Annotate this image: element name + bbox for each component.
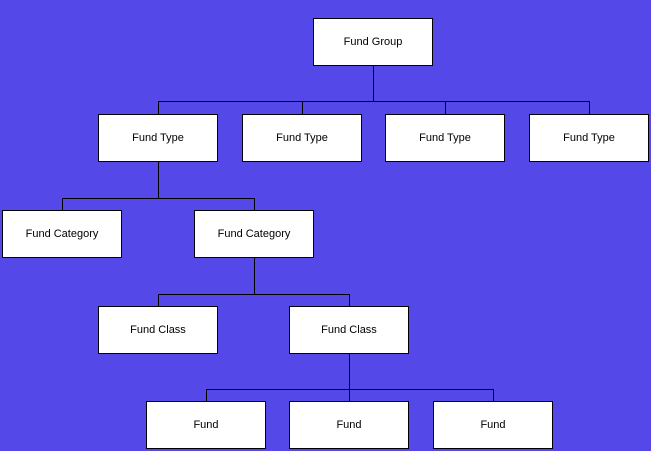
- node-label: Fund Type: [563, 132, 615, 144]
- node-fund-type: Fund Type: [98, 114, 218, 162]
- node-label: Fund Type: [132, 132, 184, 144]
- node-fund: Fund: [433, 401, 553, 449]
- connector-category-to-classes: [158, 258, 350, 306]
- node-label: Fund: [193, 419, 219, 431]
- node-label: Fund: [480, 419, 506, 431]
- connector-type-to-categories: [62, 162, 255, 210]
- node-fund-category: Fund Category: [194, 210, 314, 258]
- node-fund-group: Fund Group: [313, 18, 433, 66]
- node-fund: Fund: [146, 401, 266, 449]
- node-fund: Fund: [289, 401, 409, 449]
- node-fund-class: Fund Class: [289, 306, 409, 354]
- node-label: Fund Group: [343, 36, 403, 48]
- connector-class-to-funds: [206, 353, 494, 401]
- node-label: Fund Category: [217, 228, 291, 240]
- node-label: Fund Type: [419, 132, 471, 144]
- node-fund-type: Fund Type: [385, 114, 505, 162]
- node-fund-type: Fund Type: [529, 114, 649, 162]
- node-fund-category: Fund Category: [2, 210, 122, 258]
- node-label: Fund Category: [25, 228, 99, 240]
- node-label: Fund: [336, 419, 362, 431]
- node-label: Fund Class: [130, 324, 186, 336]
- node-fund-type: Fund Type: [242, 114, 362, 162]
- node-fund-class: Fund Class: [98, 306, 218, 354]
- node-label: Fund Class: [321, 324, 377, 336]
- connector-group-to-types: [158, 66, 590, 114]
- node-label: Fund Type: [276, 132, 328, 144]
